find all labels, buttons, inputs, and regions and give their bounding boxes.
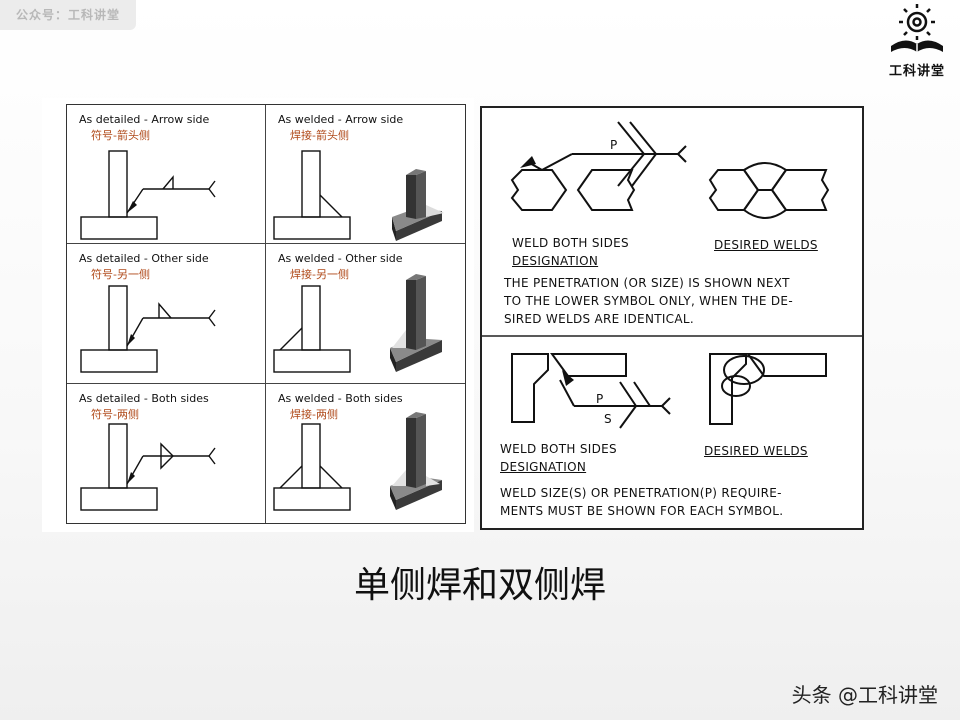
cell-cn-label: 焊接-两侧: [290, 407, 338, 421]
bottom-designation-line2: DESIGNATION: [500, 460, 587, 474]
cell-en-label: As welded - Arrow side: [278, 113, 404, 126]
cell-detailed-other-side: As detailed - Other side 符号-另一侧: [67, 244, 266, 384]
logo-name: 工科讲堂: [888, 64, 945, 79]
top-designation-line1: WELD BOTH SIDES: [512, 236, 629, 250]
bottom-arrow-head: [562, 370, 574, 386]
gear-book-icon: [891, 4, 943, 52]
cell-cn-label: 焊接-另一侧: [290, 268, 349, 282]
top-designation-line2: DESIGNATION: [512, 254, 599, 268]
detailed-other-side-drawing: [80, 285, 216, 374]
left-panel: As detailed - Arrow side 符号-箭头侧 As welde…: [42, 98, 474, 532]
bottom-symbol-label-p: P: [596, 392, 604, 406]
cell-en-label: As welded - Both sides: [278, 391, 403, 405]
logo: 工科讲堂: [878, 2, 956, 90]
right-panel: P WELD BOTH SIDES DESIGNATION DESIRED WE…: [480, 106, 864, 530]
footer-credit: 头条 @工科讲堂: [791, 683, 938, 707]
cell-detailed-both-sides: As detailed - Both sides 符号-两侧: [67, 383, 266, 523]
bottom-size-note: WELD SIZE(S) OR PENETRATION(P) REQUIRE- …: [500, 486, 784, 518]
cell-en-label: As detailed - Other side: [79, 252, 209, 266]
weld-symbol-grid: As detailed - Arrow side 符号-箭头侧 As welde…: [66, 104, 466, 524]
bottom-section-shapes: [511, 353, 827, 429]
cell-cn-label: 焊接-箭头侧: [290, 129, 349, 142]
slide-caption: 单侧焊和双侧焊: [353, 565, 606, 606]
detailed-both-sides-drawing: [80, 422, 216, 511]
right-panel-drawing: [482, 121, 862, 429]
cell-welded-other-side: As welded - Other side 焊接-另一侧: [266, 244, 465, 384]
top-section-shapes: [510, 121, 830, 219]
detailed-arrow-side-drawing: [80, 150, 216, 240]
welded-both-sides-drawing: [273, 411, 442, 511]
cell-en-label: As detailed - Arrow side: [79, 113, 210, 126]
cell-en-label: As detailed - Both sides: [79, 391, 209, 405]
cell-welded-arrow-side: As welded - Arrow side 焊接-箭头侧: [266, 105, 465, 245]
cell-en-label: As welded - Other side: [278, 252, 403, 266]
cell-cn-label: 符号-箭头侧: [91, 129, 150, 142]
bottom-desired-welds-label: DESIRED WELDS: [704, 444, 808, 458]
watermark: 公众号：工科讲堂: [0, 0, 136, 30]
cell-cn-label: 符号-另一侧: [91, 268, 150, 282]
welded-arrow-side-drawing: [273, 150, 444, 241]
top-symbol-label-p: P: [610, 138, 618, 152]
top-desired-welds-label: DESIRED WELDS: [714, 238, 818, 252]
welded-other-side-drawing: [273, 274, 442, 374]
cell-welded-both-sides: As welded - Both sides 焊接-两侧: [266, 384, 465, 523]
cell-detailed-arrow-side: As detailed - Arrow side 符号-箭头侧: [67, 105, 266, 245]
bottom-designation-line1: WELD BOTH SIDES: [500, 442, 617, 456]
cell-cn-label: 符号-两侧: [91, 407, 139, 421]
bottom-symbol-label-s: S: [604, 412, 612, 426]
top-penetration-note: THE PENETRATION (OR SIZE) IS SHOWN NEXT …: [504, 276, 793, 326]
